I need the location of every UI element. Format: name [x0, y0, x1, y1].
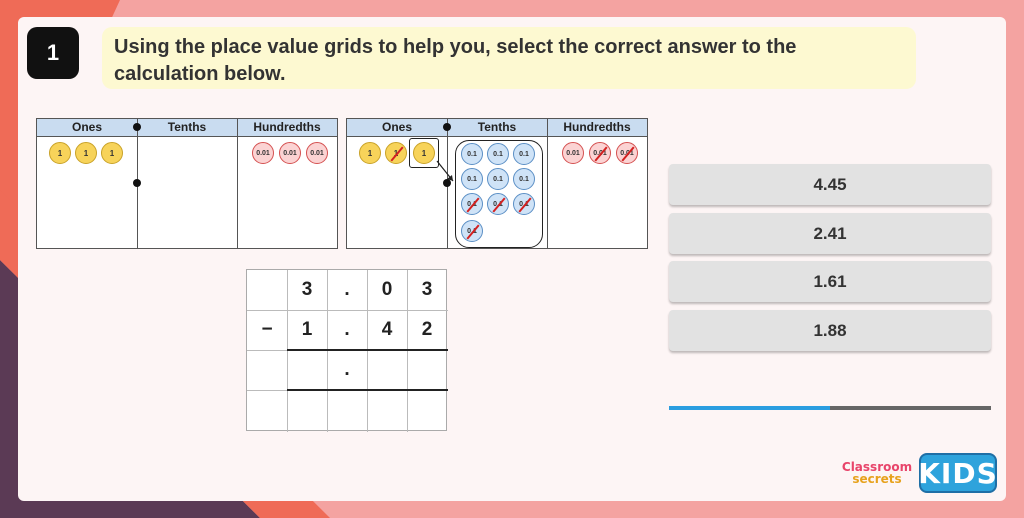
tenths-counter-crossed: 0.1 — [487, 193, 509, 215]
progress-bar — [669, 406, 991, 410]
calc-cell — [247, 270, 287, 310]
ones-counter: 1 — [49, 142, 71, 164]
ones-counter-crossed: 1 — [385, 142, 407, 164]
calc-digit: 3 — [421, 279, 433, 300]
ones-counter: 1 — [101, 142, 123, 164]
ones-counter-exchanged: 1 — [413, 142, 435, 164]
progress-fill — [669, 406, 830, 410]
place-value-grid-right: Ones Tenths Hundredths 1 1 1 0.1 0.1 0.1… — [346, 118, 648, 249]
hundredths-counter: 0.01 — [306, 142, 328, 164]
decimal-point-dot — [133, 123, 141, 131]
exchanged-tenths-box — [455, 140, 543, 248]
answer-decimal-point: . — [344, 359, 350, 380]
calc-digit: 4 — [381, 319, 393, 340]
answer-option-3[interactable]: 1.61 — [669, 261, 991, 302]
tenths-counter: 0.1 — [513, 143, 535, 165]
classroom-secrets-logo: Classroom secrets — [838, 461, 916, 491]
hundredths-counter: 0.01 — [562, 142, 584, 164]
header-ones: Ones — [71, 120, 102, 134]
question-text: Using the place value grids to help you,… — [102, 27, 916, 89]
decimal-point-dot — [443, 123, 451, 131]
calc-decimal-point: . — [344, 279, 350, 300]
logo-text: Classroom — [841, 460, 913, 474]
tenths-counter-crossed: 0.1 — [461, 193, 483, 215]
header-hundredths: Hundredths — [253, 120, 321, 134]
exchange-arrow-icon — [436, 160, 454, 182]
calc-decimal-point: . — [344, 319, 350, 340]
tenths-counter: 0.1 — [487, 143, 509, 165]
header-tenths: Tenths — [167, 120, 207, 134]
calc-digit: 1 — [301, 319, 313, 340]
tenths-counter: 0.1 — [461, 168, 483, 190]
ones-counter: 1 — [75, 142, 97, 164]
decimal-point-dot — [133, 179, 141, 187]
kids-logo: KIDS — [918, 453, 997, 493]
minus-sign: − — [261, 319, 273, 340]
hundredths-counter: 0.01 — [279, 142, 301, 164]
logo-text: secrets — [852, 472, 902, 486]
tenths-counter-crossed: 0.1 — [461, 220, 483, 242]
calc-digit: 0 — [381, 279, 393, 300]
header-hundredths: Hundredths — [563, 120, 631, 134]
calc-digit: 2 — [421, 319, 433, 340]
header-tenths: Tenths — [477, 120, 517, 134]
calc-digit: 3 — [301, 279, 313, 300]
hundredths-counter-crossed: 0.01 — [589, 142, 611, 164]
ones-counter: 1 — [359, 142, 381, 164]
tenths-counter-crossed: 0.1 — [513, 193, 535, 215]
tenths-counter: 0.1 — [461, 143, 483, 165]
exchange-selection-box — [409, 138, 439, 168]
answer-option-1[interactable]: 4.45 — [669, 164, 991, 205]
tenths-counter: 0.1 — [487, 168, 509, 190]
answer-option-4[interactable]: 1.88 — [669, 310, 991, 351]
decimal-point-dot — [443, 179, 451, 187]
question-number: 1 — [27, 27, 79, 79]
hundredths-counter-crossed: 0.01 — [616, 142, 638, 164]
column-subtraction-grid: 3 . 0 3 − 1 . 4 2 . — [246, 269, 448, 432]
question-card — [18, 17, 1006, 501]
tenths-counter: 0.1 — [513, 168, 535, 190]
header-ones: Ones — [381, 120, 412, 134]
hundredths-counter: 0.01 — [252, 142, 274, 164]
place-value-grid-left: Ones Tenths Hundredths 1 1 1 0.01 0.01 0… — [36, 118, 338, 249]
answer-option-2[interactable]: 2.41 — [669, 213, 991, 254]
